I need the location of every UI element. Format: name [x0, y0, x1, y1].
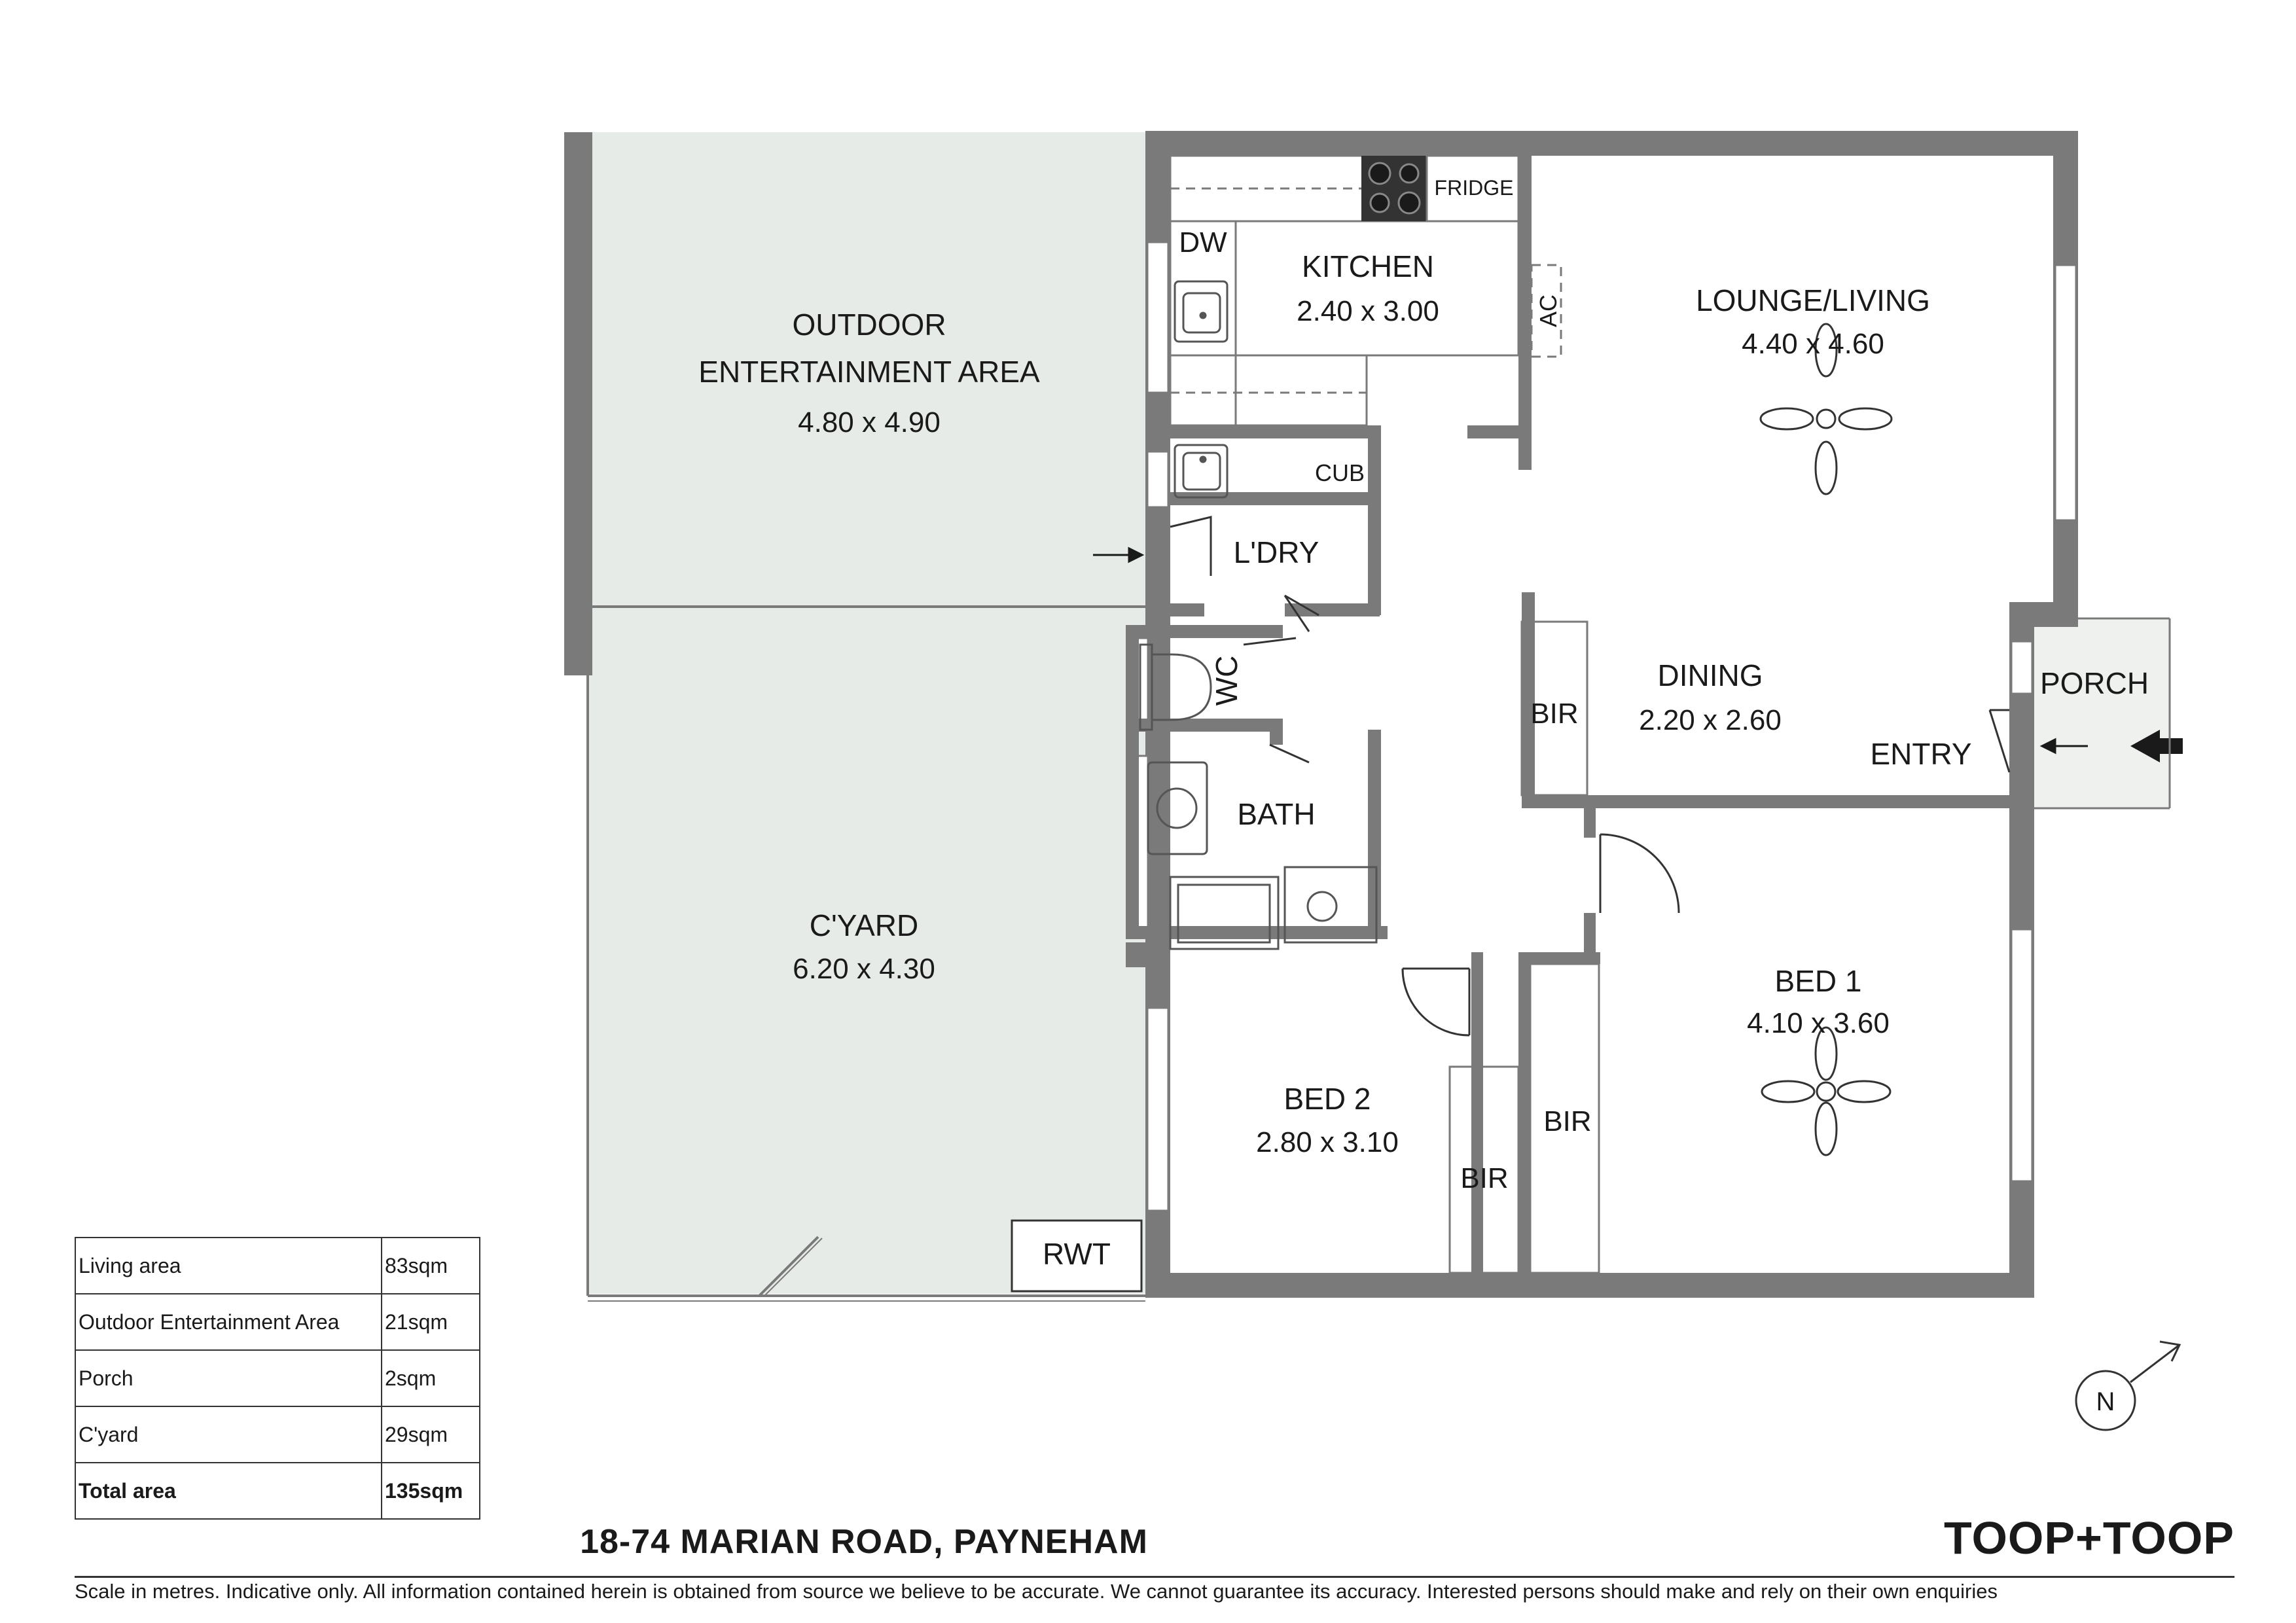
area-name-cell: Living area [75, 1237, 382, 1294]
footer-divider [75, 1576, 2234, 1578]
area-total-value: 135sqm [381, 1462, 480, 1520]
bir-dining-label: BIR [1530, 698, 1578, 730]
kitchen-dashed-lines [1170, 187, 1562, 394]
fridge-label: FRIDGE [1435, 176, 1514, 200]
air-con-label: AC [1535, 294, 1562, 327]
exterior-walls [1145, 131, 2078, 1298]
bath-name: BATH [1237, 797, 1315, 831]
cupboard-label: CUB [1315, 459, 1365, 486]
dishwasher-label: DW [1179, 226, 1227, 259]
outdoor-name-1: OUTDOOR [792, 308, 946, 342]
courtyard-gate [758, 1236, 819, 1297]
bir-outlines [1448, 620, 1600, 1274]
sink-icons [1147, 280, 1378, 950]
courtyard-fill [588, 607, 1145, 1294]
compass-icon [2075, 1340, 2181, 1431]
kitchen-name: KITCHEN [1302, 249, 1434, 283]
ceiling-fan-icon [1761, 1026, 1892, 1156]
dining-name: DINING [1658, 658, 1763, 692]
dining-size: 2.20 x 2.60 [1639, 704, 1782, 736]
arrow-icon [2039, 738, 2088, 755]
lounge-name: LOUNGE/LIVING [1696, 283, 1930, 317]
rwt-label: RWT [1043, 1237, 1111, 1271]
area-value-cell: 21sqm [381, 1293, 480, 1351]
area-total-name: Total area [75, 1462, 382, 1520]
porch-outline [2034, 617, 2171, 810]
outdoor-name-2: ENTERTAINMENT AREA [698, 355, 1040, 389]
area-name-cell: C'yard [75, 1406, 382, 1463]
area-name-cell: Porch [75, 1349, 382, 1407]
area-value-cell: 2sqm [381, 1349, 480, 1407]
cooktop-burners [1368, 162, 1421, 215]
courtyard-size: 6.20 x 4.30 [793, 953, 935, 985]
porch-fill [2032, 618, 2170, 808]
property-address: 18-74 MARIAN ROAD, PAYNEHAM [580, 1523, 1148, 1561]
bed2-name: BED 2 [1284, 1082, 1371, 1116]
brand-logo: TOOP+TOOP [1943, 1512, 2234, 1563]
cooktop [1361, 156, 1427, 221]
outdoor-west-wall [564, 132, 592, 675]
compass-north-label: N [2096, 1387, 2115, 1416]
entry-name: ENTRY [1870, 737, 1971, 771]
ceiling-fan-icon [1759, 323, 1893, 495]
disclaimer-text: Scale in metres. Indicative only. All in… [75, 1580, 1998, 1603]
courtyard-gate-inner [764, 1238, 823, 1296]
interior-walls [1126, 156, 2009, 1273]
bir-bed1-label: BIR [1543, 1105, 1591, 1137]
kitchen-size: 2.40 x 3.00 [1297, 295, 1439, 327]
area-value-cell: 83sqm [381, 1237, 480, 1294]
bed1-name: BED 1 [1775, 964, 1862, 998]
outdoor-area-fill [592, 132, 1145, 607]
courtyard-name: C'YARD [810, 908, 918, 942]
door-swings [1170, 516, 2011, 1037]
entry-arrow-icon [2130, 730, 2183, 762]
rainwater-tank [1011, 1219, 1143, 1293]
wc-name: WC [1210, 656, 1244, 706]
area-value-cell: 29sqm [381, 1406, 480, 1463]
bed1-size: 4.10 x 3.60 [1747, 1007, 1890, 1039]
bir-bed2-label: BIR [1460, 1162, 1508, 1194]
laundry-name: L'DRY [1234, 535, 1319, 569]
toilet-icon [1139, 643, 1212, 731]
outdoor-size: 4.80 x 4.90 [798, 406, 941, 438]
area-name-cell: Outdoor Entertainment Area [75, 1293, 382, 1351]
lounge-size: 4.40 x 4.60 [1742, 328, 1884, 360]
porch-name: PORCH [2040, 666, 2149, 700]
fridge-space [1426, 154, 1520, 223]
bed2-size: 2.80 x 3.10 [1256, 1126, 1399, 1158]
arrow-icon [1093, 546, 1145, 563]
